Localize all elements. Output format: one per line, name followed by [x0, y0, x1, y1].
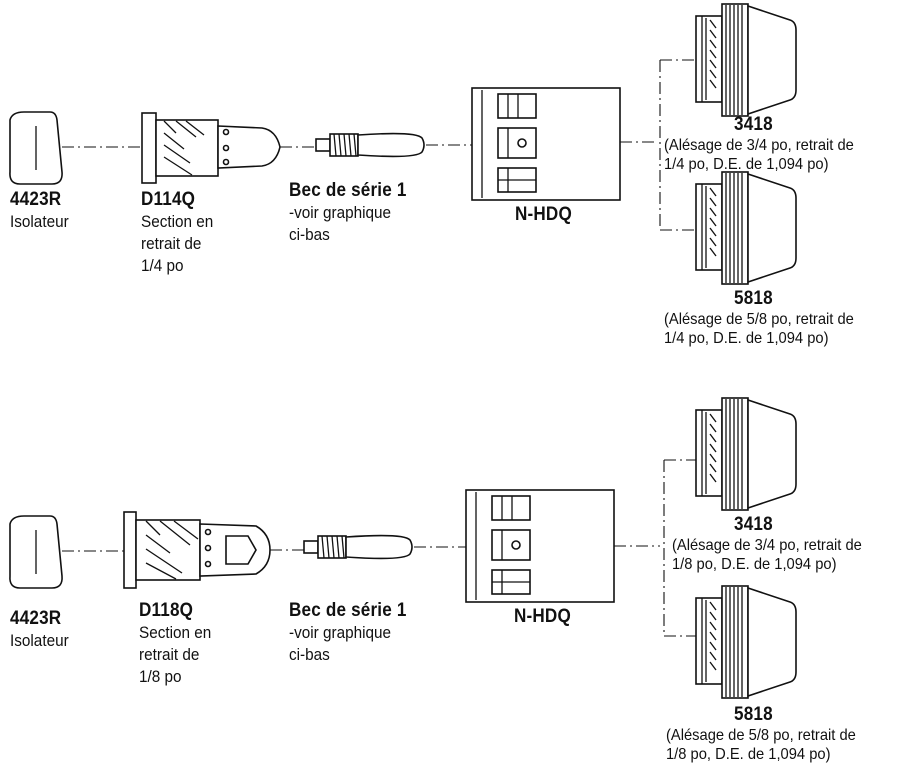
part-desc: 1/8 po, D.E. de 1,094 po) — [672, 556, 837, 573]
cap-a-label: 3418 (Alésage de 3/4 po, retrait de 1/4 … — [664, 114, 870, 174]
tip-part-d118q — [123, 511, 271, 589]
part-code: 4423R — [10, 189, 62, 210]
body-part — [471, 87, 621, 201]
part-code: N-HDQ — [514, 606, 571, 627]
part-desc: ci-bas — [289, 225, 330, 244]
nozzle-part — [303, 534, 413, 560]
part-desc: ci-bas — [289, 645, 330, 664]
assembly-bottom — [9, 397, 797, 699]
part-desc: retrait de — [139, 645, 200, 664]
tip-label: D114Q Section en retrait de 1/4 po — [141, 189, 221, 277]
part-desc: 1/8 po — [139, 667, 182, 686]
body-part — [465, 489, 615, 603]
tip-label: D118Q Section en retrait de 1/8 po — [139, 600, 219, 688]
part-desc: (Alésage de 5/8 po, retrait de — [664, 311, 854, 328]
part-code: 3418 — [734, 514, 773, 535]
cap-part-3418 — [695, 3, 797, 117]
part-desc: (Alésage de 3/4 po, retrait de — [664, 137, 854, 154]
part-code: 4423R — [10, 608, 62, 629]
insulator-part — [9, 111, 63, 185]
cap-b-label: 5818 (Alésage de 5/8 po, retrait de 1/4 … — [664, 288, 870, 348]
tip-part-d114q — [141, 112, 281, 184]
part-code: 5818 — [734, 288, 773, 309]
part-desc: retrait de — [141, 234, 202, 253]
part-desc: Section en — [139, 623, 212, 642]
part-desc: 1/4 po, D.E. de 1,094 po) — [664, 330, 829, 347]
body-label: N-HDQ — [515, 204, 578, 226]
part-desc: (Alésage de 5/8 po, retrait de — [666, 727, 856, 744]
part-code: Bec de série 1 — [289, 180, 407, 201]
part-code: N-HDQ — [515, 204, 572, 225]
part-desc: 1/4 po — [141, 256, 184, 275]
insulator-part — [9, 515, 63, 589]
insulator-label: 4423R Isolateur — [10, 608, 75, 652]
nozzle-part — [315, 132, 425, 158]
part-desc: 1/4 po, D.E. de 1,094 po) — [664, 156, 829, 173]
part-desc: 1/8 po, D.E. de 1,094 po) — [666, 746, 831, 763]
body-label: N-HDQ — [514, 606, 577, 628]
cap-part-5818 — [695, 585, 797, 699]
part-code: D114Q — [141, 189, 196, 210]
nozzle-label: Bec de série 1 -voir graphique ci-bas — [289, 180, 420, 246]
part-desc: -voir graphique — [289, 623, 392, 642]
part-code: D118Q — [139, 600, 194, 621]
cap-b-label: 5818 (Alésage de 5/8 po, retrait de 1/8 … — [666, 704, 872, 764]
cap-part-5818 — [695, 171, 797, 285]
cap-part-3418 — [695, 397, 797, 511]
part-desc: Isolateur — [10, 212, 69, 231]
part-code: 5818 — [734, 704, 773, 725]
insulator-label: 4423R Isolateur — [10, 189, 75, 233]
part-code: Bec de série 1 — [289, 600, 407, 621]
assembly-top — [9, 3, 797, 285]
part-desc: (Alésage de 3/4 po, retrait de — [672, 537, 862, 554]
part-desc: -voir graphique — [289, 203, 392, 222]
nozzle-label: Bec de série 1 -voir graphique ci-bas — [289, 600, 420, 666]
part-desc: Isolateur — [10, 631, 69, 650]
cap-a-label: 3418 (Alésage de 3/4 po, retrait de 1/8 … — [672, 514, 878, 574]
part-desc: Section en — [141, 212, 214, 231]
part-code: 3418 — [734, 114, 773, 135]
